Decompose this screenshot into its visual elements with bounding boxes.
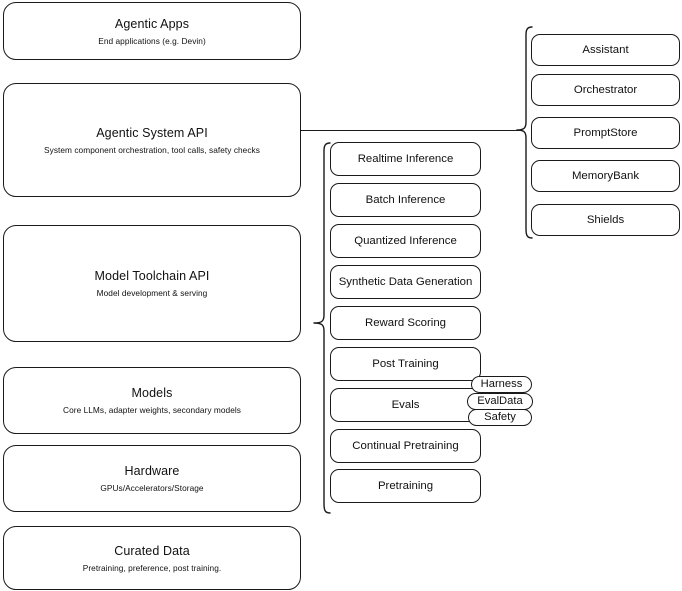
layer-subtitle: Core LLMs, adapter weights, secondary mo… xyxy=(63,405,241,415)
layer-subtitle: GPUs/Accelerators/Storage xyxy=(100,483,204,493)
layer-subtitle: Pretraining, preference, post training. xyxy=(82,562,222,573)
layer-subtitle: Model development & serving xyxy=(96,288,208,298)
evals-tag-harness[interactable]: Harness xyxy=(471,376,532,393)
capability-label: Continual Pretraining xyxy=(352,440,459,452)
capability-batch-inference[interactable]: Batch Inference xyxy=(330,183,481,217)
connector-agentic-system-api-to-components xyxy=(301,130,521,132)
capability-label: Post Training xyxy=(372,358,439,370)
component-label: Assistant xyxy=(582,44,629,56)
component-memorybank[interactable]: MemoryBank xyxy=(531,160,680,192)
capability-pretraining[interactable]: Pretraining xyxy=(330,469,481,503)
layer-title: Model Toolchain API xyxy=(94,269,210,283)
capability-post-training[interactable]: Post Training xyxy=(330,347,481,381)
component-label: Orchestrator xyxy=(573,84,638,96)
layer-hardware[interactable]: Hardware GPUs/Accelerators/Storage xyxy=(3,445,301,512)
layer-subtitle: End applications (e.g. Devin) xyxy=(98,35,206,46)
evals-tag-safety[interactable]: Safety xyxy=(468,409,532,426)
component-shields[interactable]: Shields xyxy=(531,204,680,236)
component-label: PromptStore xyxy=(573,127,638,139)
layer-curated-data[interactable]: Curated Data Pretraining, preference, po… xyxy=(3,526,301,590)
evals-tag-evaldata[interactable]: EvalData xyxy=(467,393,533,410)
component-assistant[interactable]: Assistant xyxy=(531,34,680,66)
component-promptstore[interactable]: PromptStore xyxy=(531,117,680,149)
layer-title: Agentic System API xyxy=(96,125,208,140)
capability-quantized-inference[interactable]: Quantized Inference xyxy=(330,224,481,258)
capability-realtime-inference[interactable]: Realtime Inference xyxy=(330,142,481,176)
capability-label: Quantized Inference xyxy=(354,235,457,247)
layer-agentic-apps[interactable]: Agentic Apps End applications (e.g. Devi… xyxy=(3,2,301,60)
brace-agentic-components xyxy=(514,24,534,242)
component-label: MemoryBank xyxy=(571,170,640,182)
layer-title: Agentic Apps xyxy=(114,16,190,31)
component-label: Shields xyxy=(586,214,625,226)
layer-title: Models xyxy=(131,386,173,400)
layer-subtitle: System component orchestration, tool cal… xyxy=(44,144,260,155)
layer-models[interactable]: Models Core LLMs, adapter weights, secon… xyxy=(3,367,301,434)
layer-title: Curated Data xyxy=(114,543,190,558)
capability-continual-pretraining[interactable]: Continual Pretraining xyxy=(330,429,481,463)
brace-toolchain-capabilities xyxy=(310,140,332,518)
capability-label: Batch Inference xyxy=(365,194,446,206)
capability-label: Evals xyxy=(391,399,420,411)
capability-reward-scoring[interactable]: Reward Scoring xyxy=(330,306,481,340)
layer-agentic-system-api[interactable]: Agentic System API System component orch… xyxy=(3,83,301,197)
component-orchestrator[interactable]: Orchestrator xyxy=(531,74,680,106)
capability-synthetic-data-generation[interactable]: Synthetic Data Generation xyxy=(330,265,481,299)
capability-label: Synthetic Data Generation xyxy=(338,276,473,288)
capability-label: Reward Scoring xyxy=(364,317,447,329)
capability-evals[interactable]: Evals xyxy=(330,388,481,422)
capability-label: Pretraining xyxy=(377,480,434,492)
layer-model-toolchain-api[interactable]: Model Toolchain API Model development & … xyxy=(3,225,301,342)
layer-title: Hardware xyxy=(124,464,180,478)
capability-label: Realtime Inference xyxy=(357,153,454,165)
